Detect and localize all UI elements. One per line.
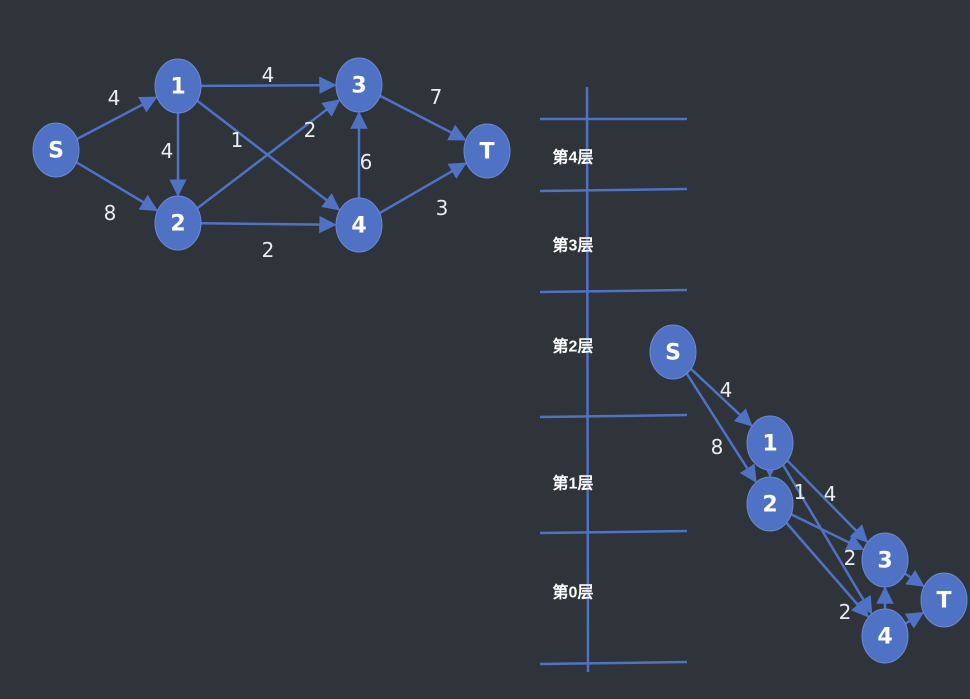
network-edge-weight-1-4: 1 bbox=[231, 128, 244, 152]
level-divider-3 bbox=[539, 413, 688, 419]
level-graph-node-circle-3 bbox=[861, 532, 909, 588]
level-graph-edge-S-1 bbox=[690, 367, 753, 427]
level-graph-node-circle-1 bbox=[746, 415, 794, 471]
network-node-3: 3 bbox=[335, 57, 383, 113]
network-edge-3-T bbox=[379, 94, 467, 141]
level-graph-node-label-4: 4 bbox=[877, 625, 892, 650]
level-label-4: 第0层 bbox=[553, 583, 594, 602]
network-node-label-T: T bbox=[479, 140, 494, 165]
level-graph-edge-weight-S-2: 8 bbox=[711, 435, 724, 459]
level-graph-edge-weight-S-1: 4 bbox=[720, 378, 733, 402]
level-graph-edge-4-T bbox=[904, 611, 925, 629]
network-edge-weight-S-1: 4 bbox=[108, 86, 121, 110]
network-edge-weight-4-3: 6 bbox=[360, 150, 373, 174]
network-node-label-3: 3 bbox=[351, 74, 366, 99]
level-label-0: 第4层 bbox=[553, 148, 594, 167]
level-graph-node-label-T: T bbox=[936, 589, 951, 614]
level-label-2: 第2层 bbox=[553, 337, 594, 356]
level-graph-edge-2-4 bbox=[785, 522, 870, 618]
network-edge-weight-S-2: 8 bbox=[104, 201, 117, 225]
level-graph-node-1: 1 bbox=[746, 415, 794, 471]
level-graph-edge-1-4 bbox=[782, 464, 873, 615]
network-node-circle-4 bbox=[335, 197, 383, 253]
network-node-4: 4 bbox=[335, 197, 383, 253]
level-divider-5 bbox=[539, 660, 688, 666]
level-graph-node-label-3: 3 bbox=[877, 549, 892, 574]
network-node-label-1: 1 bbox=[170, 75, 185, 100]
network-edge-weight-1-2: 4 bbox=[161, 139, 174, 163]
network-edge-weight-1-3: 4 bbox=[262, 63, 275, 87]
network-node-S: S bbox=[32, 122, 80, 178]
level-graph-node-circle-S bbox=[649, 324, 697, 380]
network-node-circle-T bbox=[463, 123, 511, 179]
level-graph-node-S: S bbox=[649, 324, 697, 380]
network-edge-weight-2-3: 2 bbox=[304, 118, 317, 142]
level-label-3: 第1层 bbox=[553, 474, 594, 493]
network-node-label-S: S bbox=[48, 139, 64, 164]
network-edge-weight-3-T: 7 bbox=[430, 85, 443, 109]
network-node-2: 2 bbox=[154, 195, 202, 251]
network-node-circle-2 bbox=[154, 195, 202, 251]
network-node-T: T bbox=[463, 123, 511, 179]
level-graph-edge-weight-2-3: 2 bbox=[844, 546, 857, 570]
level-graph-node-label-1: 1 bbox=[762, 432, 777, 457]
network-edge-S-1 bbox=[76, 96, 158, 141]
level-graph-node-circle-2 bbox=[746, 476, 794, 532]
level-graph-node-label-S: S bbox=[665, 341, 681, 366]
level-graph-edge-weight-2-4: 2 bbox=[839, 600, 852, 624]
level-axis-vertical bbox=[585, 86, 590, 673]
level-label-1: 第3层 bbox=[553, 236, 594, 255]
network-edges: 4 8 4 4 1 2 2 6 7 3 bbox=[75, 63, 468, 262]
network-edge-2-4 bbox=[200, 215, 337, 234]
network-node-1: 1 bbox=[154, 58, 202, 114]
network-node-circle-S bbox=[32, 122, 80, 178]
network-edge-1-3 bbox=[200, 76, 337, 94]
level-graph-edge-2-3 bbox=[790, 513, 865, 551]
level-graph-edge-weight-1-3: 4 bbox=[824, 482, 837, 506]
level-graph-node-T: T bbox=[920, 572, 968, 628]
level-graph-node-2: 2 bbox=[746, 476, 794, 532]
level-graph-node-4: 4 bbox=[861, 608, 909, 664]
level-divider-4 bbox=[539, 529, 688, 535]
level-graph-edge-weight-1-4: 1 bbox=[794, 480, 807, 504]
level-graph-node-3: 3 bbox=[861, 532, 909, 588]
network-edge-weight-4-T: 3 bbox=[436, 196, 449, 220]
level-graph-edge-3-T bbox=[904, 569, 925, 587]
level-divider-1 bbox=[539, 187, 688, 193]
network-edge-weight-2-4: 2 bbox=[262, 238, 275, 262]
level-divider-2 bbox=[539, 288, 688, 294]
network-node-circle-3 bbox=[335, 57, 383, 113]
level-graph-edge-S-2 bbox=[685, 372, 757, 484]
network-node-label-2: 2 bbox=[170, 212, 185, 237]
level-graph-edge-1-3 bbox=[786, 459, 869, 543]
network-edge-4-T bbox=[379, 162, 468, 215]
network-node-label-4: 4 bbox=[351, 214, 366, 239]
network-edge-2-3 bbox=[196, 99, 341, 210]
network-node-circle-1 bbox=[154, 58, 202, 114]
level-graph-node-circle-4 bbox=[861, 608, 909, 664]
level-graph-node-circle-T bbox=[920, 572, 968, 628]
network-edge-S-2 bbox=[75, 161, 159, 212]
level-graph-node-label-2: 2 bbox=[762, 493, 777, 518]
